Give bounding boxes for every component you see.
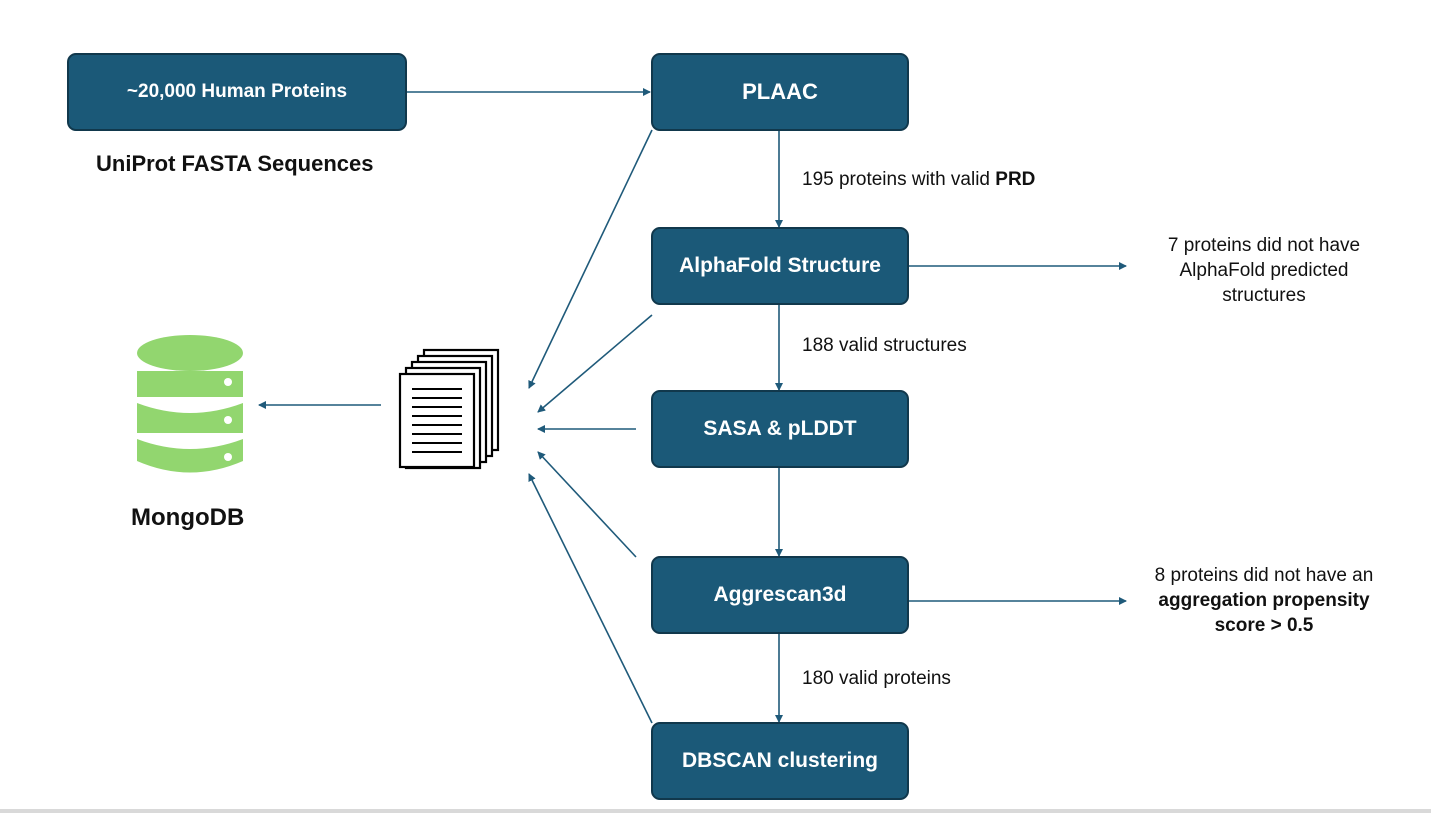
- page-bottom-border: [0, 809, 1431, 813]
- note-aggrescan-excluded: 8 proteins did not have an aggregation p…: [1133, 563, 1395, 638]
- step-sasa-plddt: SASA & pLDDT: [651, 390, 909, 468]
- edge-label-prefix: 195 proteins with valid: [802, 169, 996, 190]
- input-proteins-label: ~20,000 Human Proteins: [126, 81, 348, 102]
- arrow-plaac-to-docs: [528, 129, 653, 389]
- note-line: 7 proteins did not have: [1167, 235, 1361, 256]
- edge-label-emphasis: PRD: [995, 169, 1036, 190]
- step-plaac: PLAAC: [651, 53, 909, 131]
- edge-label-aggrescan-dbscan: 180 valid proteins: [802, 668, 951, 689]
- note-line: 8 proteins did not have an: [1154, 565, 1374, 586]
- step-sasa-plddt-label: SASA & pLDDT: [703, 417, 857, 440]
- step-dbscan: DBSCAN clustering: [651, 722, 909, 800]
- step-alphafold: AlphaFold Structure: [651, 227, 909, 305]
- edge-label-plaac-alphafold: 195 proteins with valid PRD: [802, 169, 1035, 191]
- database-label: MongoDB: [131, 504, 245, 531]
- note-line-bold: aggregation propensity: [1158, 590, 1370, 611]
- database-icon: [137, 335, 243, 473]
- note-line: structures: [1222, 285, 1306, 306]
- note-line-bold: score > 0.5: [1214, 615, 1314, 636]
- step-plaac-label: PLAAC: [742, 79, 818, 104]
- arrow-alphafold-to-docs: [537, 314, 653, 413]
- arrow-aggrescan-to-docs: [537, 451, 637, 558]
- input-caption: UniProt FASTA Sequences: [96, 151, 374, 176]
- step-aggrescan3d: Aggrescan3d: [651, 556, 909, 634]
- step-alphafold-label: AlphaFold Structure: [679, 254, 881, 277]
- note-alphafold-excluded: 7 proteins did not have AlphaFold predic…: [1133, 233, 1395, 308]
- step-dbscan-label: DBSCAN clustering: [681, 749, 879, 772]
- note-line: AlphaFold predicted: [1179, 260, 1349, 281]
- arrow-dbscan-to-docs: [528, 473, 653, 724]
- step-aggrescan3d-label: Aggrescan3d: [713, 583, 847, 606]
- input-proteins-box: ~20,000 Human Proteins: [67, 53, 407, 131]
- edge-label-alphafold-sasa: 188 valid structures: [802, 335, 967, 356]
- documents-icon: [398, 348, 500, 470]
